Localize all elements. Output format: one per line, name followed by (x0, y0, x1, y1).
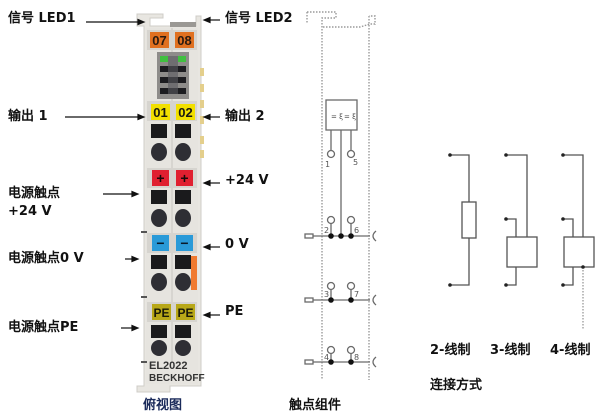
terminal-pair-4-8 (151, 325, 191, 356)
terminal-number-5: 5 (353, 158, 358, 167)
plus-symbol-left: + (156, 170, 164, 186)
label-0v: 0 V (225, 237, 249, 252)
terminal-number-3: 3 (324, 290, 329, 299)
minus-symbol-right: − (180, 235, 188, 251)
connection-type-2-wire: 2-线制 (430, 343, 471, 358)
plus-terminal-right (176, 170, 193, 186)
caption-contact-assembly: 触点组件 (289, 398, 342, 413)
model-number: EL2022 (149, 360, 188, 372)
terminal-number-8: 8 (354, 353, 359, 362)
orange-strip (191, 256, 197, 290)
connection-type-3-wire: 3-线制 (490, 343, 531, 358)
contact-wiring (304, 130, 377, 368)
terminal-pair-1-5 (151, 124, 191, 161)
connection-type-4-wire: 4-线制 (550, 343, 591, 358)
label-power-contact-pe: 电源触点PE (8, 320, 79, 335)
pe-label-left: PE (153, 306, 169, 320)
label-power-contact-0v: 电源触点0 V (8, 251, 84, 266)
output-driver-box (325, 99, 358, 131)
led-green-1 (160, 56, 168, 62)
led-green-2 (178, 56, 186, 62)
caption-top-view: 俯视图 (143, 398, 183, 413)
terminal-number-7: 7 (354, 290, 359, 299)
transistor-symbol-1: = ξ (331, 113, 343, 121)
two-wire-diagram (450, 154, 477, 286)
minus-terminal-right (176, 235, 193, 251)
caption-connection-method: 连接方式 (430, 378, 483, 393)
minus-terminal-left (152, 235, 169, 251)
led-label-08 (175, 32, 194, 48)
label-signal-led1: 信号 LED1 (8, 11, 76, 26)
label-output2: 输出 2 (225, 109, 265, 124)
contact-junctions (328, 233, 354, 365)
output-label-01 (151, 104, 170, 120)
terminal-numbers: 1 5 2 6 3 7 4 8 (324, 158, 359, 362)
led-label-08-text: 08 (177, 33, 191, 48)
pe-terminal-right (176, 304, 195, 320)
output-label-01-text: 01 (153, 105, 167, 120)
four-wire-diagram (563, 154, 595, 330)
terminal-number-4: 4 (324, 353, 329, 362)
terminal-number-6: 6 (354, 226, 359, 235)
label-plus-24v: +24 V (225, 173, 269, 188)
transistor-symbol-2: = ξ (344, 113, 356, 121)
label-pe: PE (225, 304, 244, 319)
pe-label-right: PE (177, 306, 193, 320)
output-label-02 (176, 104, 195, 120)
plus-terminal-left (152, 170, 169, 186)
terminal-pair-3-7 (151, 255, 197, 291)
minus-symbol-left: − (156, 235, 164, 251)
terminal-number-2: 2 (324, 226, 329, 235)
label-power-contact-24v: 电源触点 (8, 186, 61, 201)
plus-symbol-right: + (180, 170, 188, 186)
label-signal-led2: 信号 LED2 (225, 11, 293, 26)
wire-ends (448, 153, 585, 287)
side-clips (200, 68, 204, 158)
contact-assembly-outline (306, 11, 376, 380)
led-label-07 (150, 32, 169, 48)
label-output1: 输出 1 (8, 109, 48, 124)
callout-arrows (65, 16, 220, 332)
pe-terminal-left (152, 304, 171, 320)
led-label-07-text: 07 (152, 33, 166, 48)
terminal-number-1: 1 (325, 160, 330, 169)
led-window (157, 52, 189, 99)
three-wire-diagram (506, 154, 538, 286)
label-power-contact-24v-value: +24 V (8, 204, 52, 219)
output-label-02-text: 02 (178, 105, 192, 120)
terminal-pair-2-6 (151, 190, 191, 227)
brand-name: BECKHOFF (149, 373, 205, 384)
